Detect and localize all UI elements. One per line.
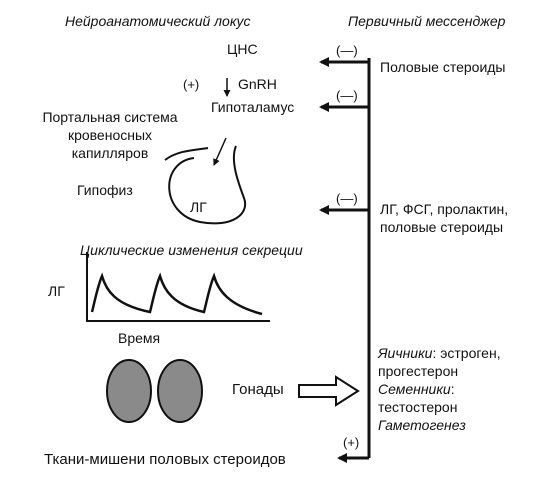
pituitary-label: Гипофиз: [77, 182, 133, 198]
plus-sign-target: (+): [343, 435, 360, 450]
minus-sign-2: (—): [336, 88, 358, 103]
gnrh-label: GnRH: [238, 76, 277, 92]
header-neuroanatomic-locus: Нейроанатомический локус: [65, 13, 251, 29]
gonad-output-line-1: Яичники: эстроген,: [378, 346, 501, 360]
hormones-line-1: ЛГ, ФСГ, пролактин,: [380, 201, 509, 217]
testes-label: Семенники: [378, 381, 451, 397]
portal-system-line-2: кровеносных: [67, 127, 153, 143]
ovaries-hormones: : эстроген,: [432, 345, 501, 361]
gonad-output-line-3: Семенники:: [378, 382, 455, 396]
plus-sign-cns: (+): [183, 77, 200, 92]
gonad-left-shape: [106, 359, 152, 423]
ovaries-label: Яичники: [378, 345, 433, 361]
portal-capillary-curve: [164, 147, 209, 161]
secretion-chart-xlabel: Время: [118, 330, 161, 346]
gonad-output-line-4: тестостерон: [378, 399, 458, 415]
gametogenesis-label: Гаметогенез: [378, 417, 466, 433]
secretion-chart-title: Циклические изменения секреции: [80, 242, 303, 258]
pituitary-outline: [168, 145, 247, 225]
hypothalamus-to-pituitary-arrow: [213, 137, 227, 166]
gonad-right-shape: [157, 359, 203, 423]
hypothalamus-label: Гипоталамус: [211, 99, 295, 115]
chart-axes: [86, 252, 270, 322]
gonad-output-line-2: прогестерон: [378, 363, 459, 379]
testes-colon: :: [450, 381, 455, 397]
lh-pulse-curve: [90, 272, 263, 316]
portal-system-line-1: Портальная система: [42, 109, 178, 125]
minus-sign-3: (—): [336, 191, 358, 206]
gonads-label: Гонады: [232, 381, 284, 398]
sex-steroids-label: Половые стероиды: [380, 59, 506, 75]
secretion-chart-ylabel: ЛГ: [48, 283, 65, 299]
portal-system-line-3: капилляров: [71, 145, 149, 161]
hormones-line-2: половые стероиды: [380, 219, 504, 235]
target-tissues-label: Ткани-мишени половых стероидов: [44, 451, 286, 468]
gonad-output-hollow-arrow: [298, 375, 360, 407]
pituitary-lh-label: ЛГ: [190, 199, 207, 215]
minus-sign-1: (—): [336, 43, 358, 58]
cns-label: ЦНС: [227, 41, 258, 57]
header-primary-messenger: Первичный мессенджер: [348, 13, 506, 29]
